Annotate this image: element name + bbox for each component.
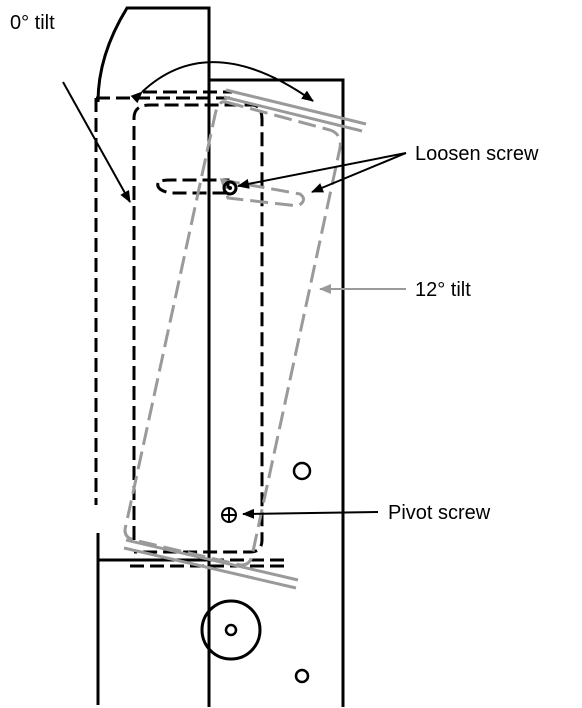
- zero-tilt-panel: [94, 90, 290, 568]
- loosen-leader-2: [311, 152, 407, 193]
- mount-arm: [96, 6, 211, 103]
- pivot-screw-icon: [221, 507, 237, 523]
- bracket-hole-upper: [292, 461, 312, 481]
- rotation-arrow: [130, 61, 314, 104]
- twelve-tilt-label: 12° tilt: [415, 279, 471, 301]
- zero-tilt-leader: [62, 81, 131, 203]
- knob-icon: [200, 599, 262, 661]
- pivot-screw-label: Pivot screw: [388, 502, 491, 524]
- bracket-hole-lower: [294, 668, 310, 684]
- loosen-leader-1: [237, 152, 407, 189]
- loosen-screw-icon: [222, 180, 238, 196]
- zero-tilt-label: 0° tilt: [10, 12, 55, 34]
- loosen-screw-label: Loosen screw: [415, 143, 539, 165]
- pivot-screw-leader: [242, 508, 379, 519]
- bracket-plate: [207, 78, 345, 707]
